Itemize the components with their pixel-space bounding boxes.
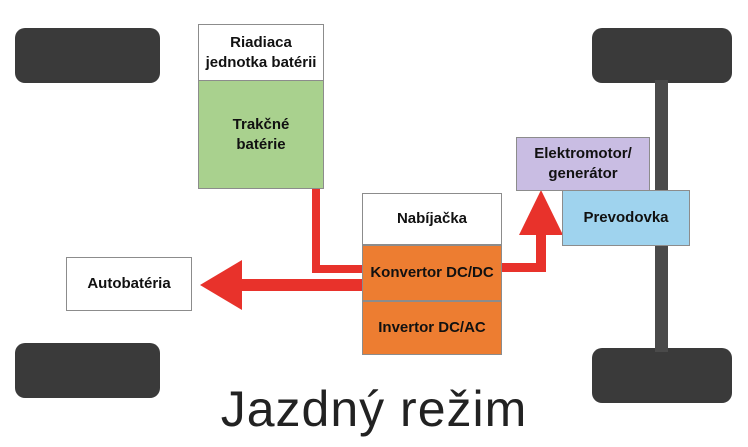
traction-batteries-box: Trakčné batérie xyxy=(198,80,324,189)
wheel-front-left xyxy=(15,28,160,83)
connector-battery-right xyxy=(312,265,362,273)
wheel-rear-right xyxy=(592,348,732,403)
wheel-front-right xyxy=(592,28,732,83)
arrow-head-to-car-battery xyxy=(200,260,242,310)
battery-control-unit-box: Riadiaca jednotka batérii xyxy=(198,24,324,81)
arrow-shaft-to-motor xyxy=(536,225,546,272)
connector-converter-right xyxy=(500,263,546,272)
car-battery-label: Autobatéria xyxy=(87,275,171,292)
motor-generator-label: Elektromotor/ generátor xyxy=(534,145,632,182)
inverter-label: Invertor DC/AC xyxy=(378,319,486,336)
gearbox-box: Prevodovka xyxy=(562,190,690,246)
battery-control-unit-label: Riadiaca jednotka batérii xyxy=(205,33,317,71)
gearbox-label: Prevodovka xyxy=(583,209,669,226)
arrow-head-to-motor xyxy=(519,190,563,235)
arrow-shaft-to-car-battery xyxy=(240,279,362,291)
diagram-title: Jazdný režim xyxy=(220,381,528,437)
converter-box: Konvertor DC/DC xyxy=(362,245,502,301)
inverter-box: Invertor DC/AC xyxy=(362,301,502,355)
charger-box: Nabíjačka xyxy=(362,193,502,245)
motor-generator-box: Elektromotor/ generátor xyxy=(516,137,650,191)
traction-batteries-label: Trakčné batérie xyxy=(232,115,290,153)
wheel-rear-left xyxy=(15,343,160,398)
connector-battery-down xyxy=(312,188,320,270)
converter-label: Konvertor DC/DC xyxy=(370,264,494,281)
car-battery-box: Autobatéria xyxy=(66,257,192,311)
charger-label: Nabíjačka xyxy=(396,210,468,227)
